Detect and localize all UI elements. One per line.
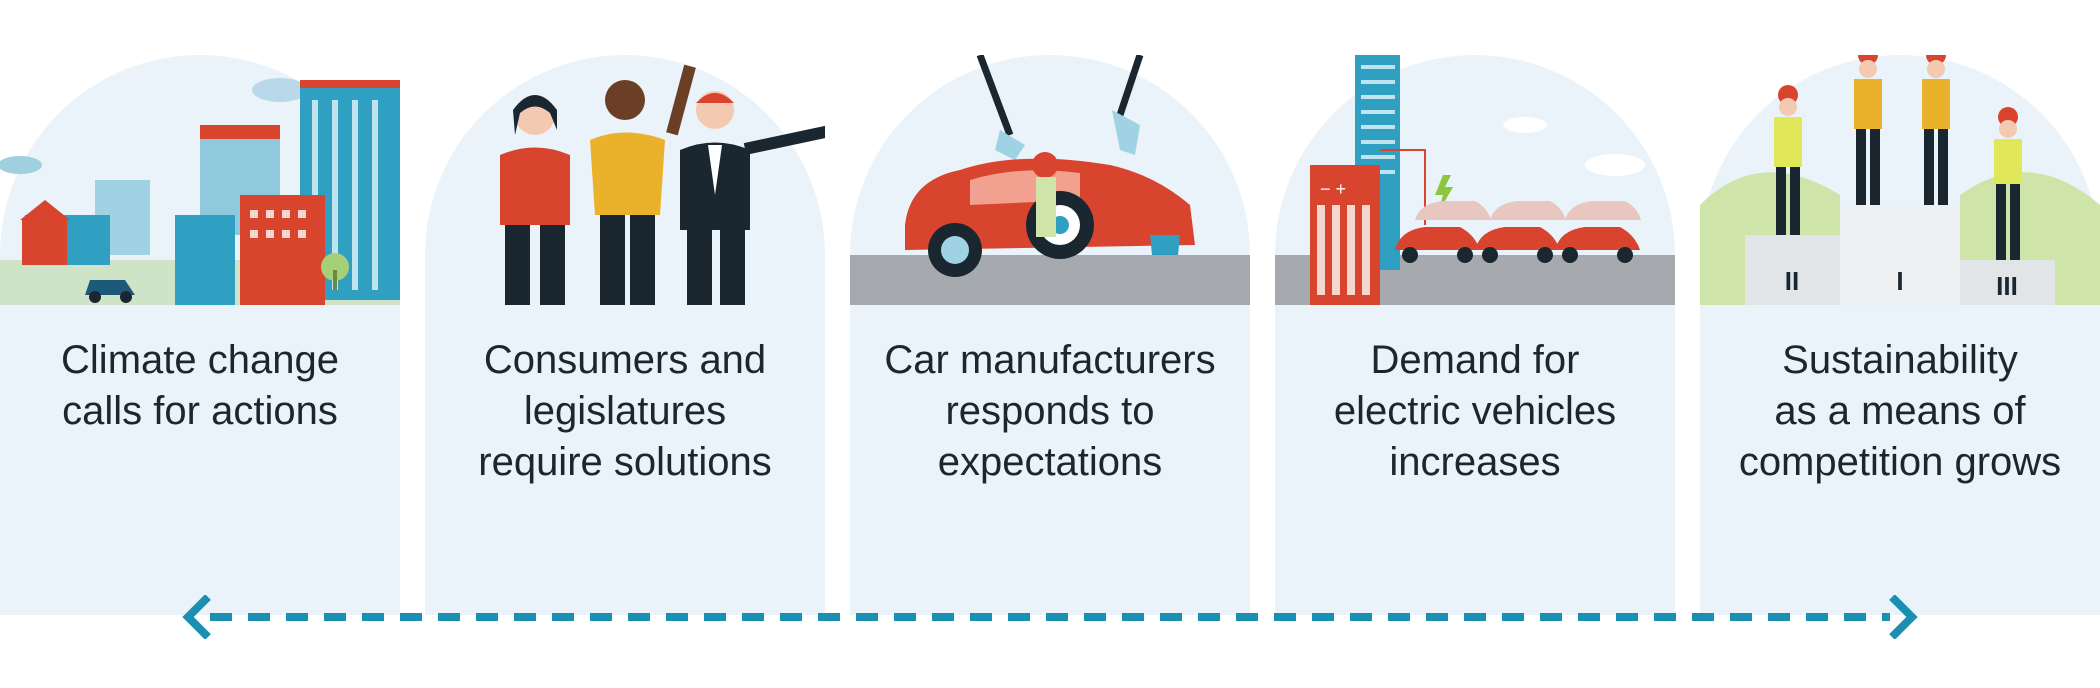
caption-line: require solutions (478, 440, 772, 484)
caption-line: electric vehicles (1333, 389, 1617, 433)
step-panel-car-manufacturers: Car manufacturers responds to expectatio… (850, 55, 1250, 615)
people-group-icon (500, 64, 825, 305)
double-headed-dashed-arrow-icon (182, 595, 1918, 639)
podium-label-second: II (1785, 266, 1799, 296)
step-caption: Car manufacturers responds to expectatio… (850, 335, 1250, 488)
caption-line: calls for actions (62, 389, 338, 433)
caption-line: legislatures (523, 389, 727, 433)
caption-line: Consumers and (483, 338, 767, 382)
city-skyline-icon (0, 78, 400, 305)
caption-line: Car manufacturers (884, 338, 1216, 382)
podium-icon: II I III (1700, 55, 2100, 305)
caption-line: expectations (937, 440, 1163, 484)
caption-line: Demand for (1370, 338, 1580, 382)
caption-line: increases (1389, 440, 1561, 484)
caption-line: Sustainability (1782, 338, 2018, 382)
podium-label-third: III (1996, 271, 2018, 301)
step-caption: Climate change calls for actions (0, 335, 400, 437)
step-panel-electric-vehicles: − + Demand for electric vehicles increas… (1275, 55, 1675, 615)
car-assembly-icon (850, 55, 1250, 305)
step-panel-consumers: Consumers and legislatures require solut… (425, 55, 825, 615)
podium-label-first: I (1896, 266, 1903, 296)
caption-line: Climate change (61, 338, 339, 382)
step-caption: Sustainability as a means of competition… (1700, 335, 2100, 488)
caption-line: as a means of (1774, 389, 2026, 433)
step-panel-sustainability: II I III Sustainability as a means of co… (1700, 55, 2100, 615)
step-panel-climate-change: Climate change calls for actions (0, 55, 400, 615)
caption-line: competition grows (1738, 440, 2062, 484)
electric-vehicles-icon: − + (1275, 55, 1675, 305)
step-caption: Demand for electric vehicles increases (1275, 335, 1675, 488)
svg-text:− +: − + (1320, 179, 1346, 199)
caption-line: responds to (945, 389, 1155, 433)
step-caption: Consumers and legislatures require solut… (425, 335, 825, 488)
